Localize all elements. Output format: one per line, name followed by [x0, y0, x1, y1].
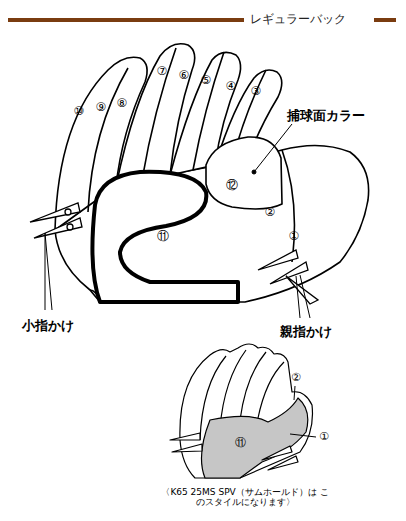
callout-number: ⑥ — [179, 69, 190, 82]
header-title: レギュラーバック — [250, 13, 346, 26]
callout-number: ③ — [251, 85, 262, 98]
callout-number: ⑦ — [157, 65, 168, 78]
caption: 〈K65 25MS SPV（サムホールド）は このスタイルになります〉 — [160, 488, 330, 508]
callout-number: ② — [291, 372, 301, 384]
callout-number: ④ — [226, 80, 237, 93]
part-label: 親指かけ — [280, 325, 332, 339]
callout-number: ⑧ — [117, 97, 128, 110]
callout-number: ① — [289, 230, 300, 243]
part-label: 捕球面カラー — [287, 109, 365, 123]
callout-number: ① — [319, 431, 329, 443]
callout-number: ⑤ — [201, 74, 212, 87]
part-label: 小指かけ — [22, 319, 74, 333]
callout-number: ② — [265, 206, 276, 219]
callout-number: ⑫ — [226, 179, 238, 192]
callout-number: ⑩ — [74, 105, 85, 118]
callout-number: ⑨ — [96, 101, 107, 114]
callout-number: ⑪ — [157, 230, 169, 243]
callout-number: ⑪ — [235, 437, 246, 449]
